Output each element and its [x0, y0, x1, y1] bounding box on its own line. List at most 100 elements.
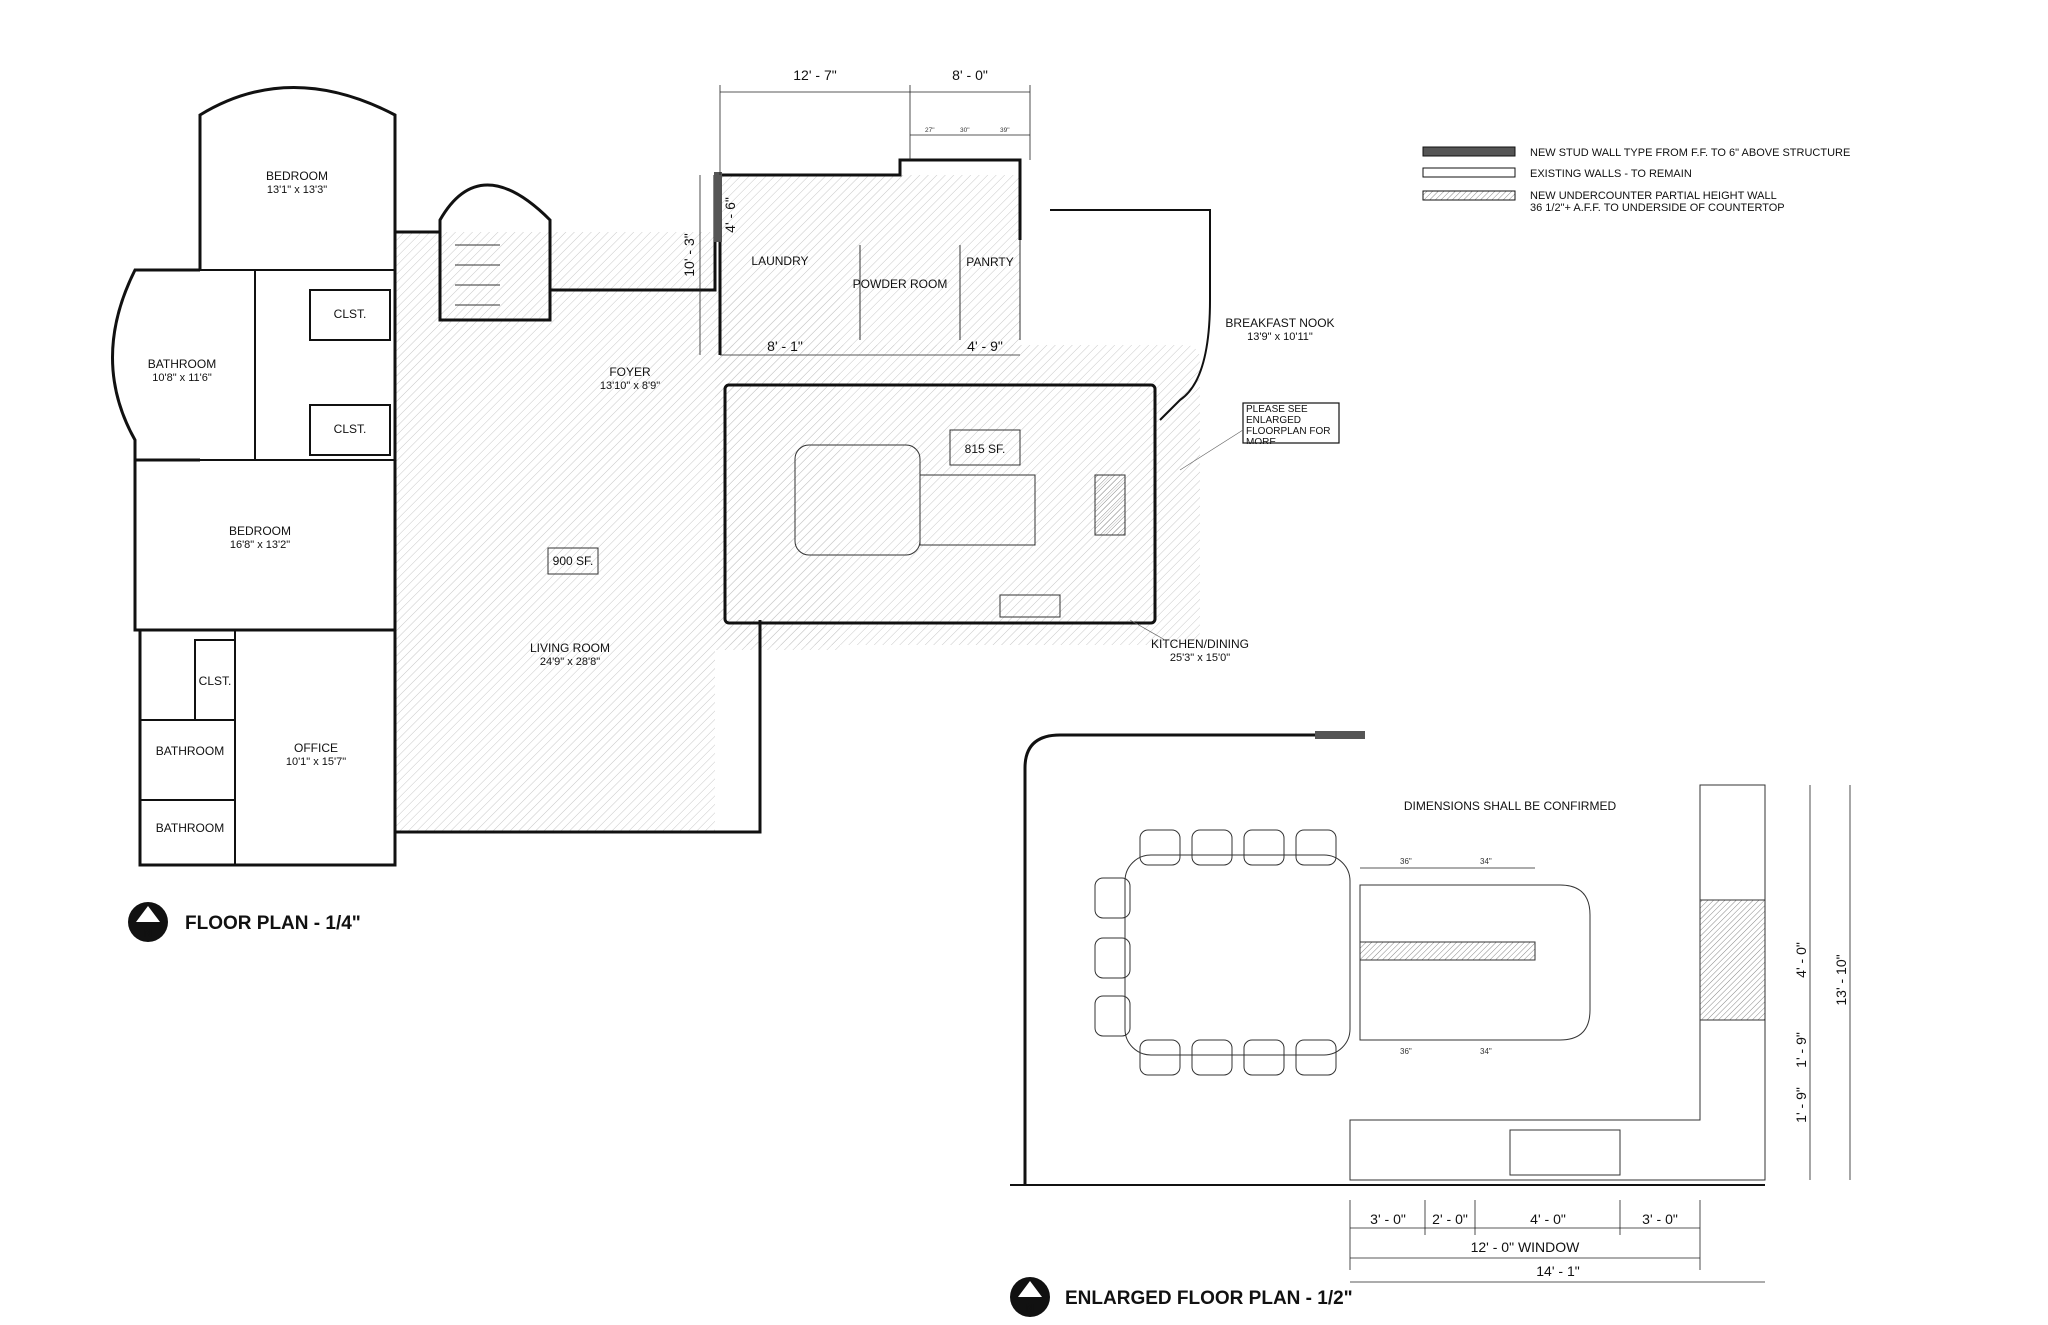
island-dim-top-1: 36": [1400, 857, 1412, 866]
enlarged-sink: [1509, 1129, 1621, 1176]
living-size: 24'9" x 28'8": [540, 656, 600, 668]
dim-right-overall: 13' - 10": [1833, 954, 1849, 1005]
legend: NEW STUD WALL TYPE FROM F.F. TO 6" ABOVE…: [1422, 146, 1850, 214]
chair: [1094, 877, 1131, 919]
bathroom2-label: BATHROOM: [156, 744, 224, 758]
chair: [1094, 995, 1131, 1037]
dim-right-2: 1' - 9": [1793, 1032, 1809, 1068]
breakfast-nook-wall: [1050, 209, 1211, 421]
north-label: N: [144, 926, 153, 940]
overall-dim: 14' - 1": [1536, 1263, 1579, 1279]
chair: [1139, 1039, 1181, 1076]
dim-sub-1: 27": [925, 127, 935, 134]
living-foyer-floor: [395, 232, 715, 832]
bedroom1-label: BEDROOM: [266, 169, 328, 183]
island-partial-wall: [1359, 941, 1536, 961]
island-dim-bottom-1: 36": [1400, 1047, 1412, 1056]
dim-top-right: 8' - 0": [952, 67, 988, 83]
kitchen-size: 25'3" x 15'0": [1170, 652, 1230, 664]
callout-text: PLEASE SEE ENLARGED FLOORPLAN FOR MORE I…: [1246, 404, 1331, 444]
window-dim: 12' - 0" WINDOW: [1471, 1239, 1581, 1255]
kitchen-label: KITCHEN/DINING: [1151, 637, 1249, 651]
laundry-label: LAUNDRY: [751, 254, 808, 268]
new-stud-wall: [714, 172, 722, 242]
powder-label: POWDER ROOM: [853, 277, 948, 291]
chair: [1139, 829, 1181, 866]
legend-label-new-wall: NEW STUD WALL TYPE FROM F.F. TO 6" ABOVE…: [1530, 147, 1850, 159]
bedroom2-wall: [133, 460, 395, 632]
legend-swatch-new-wall: [1422, 146, 1516, 157]
living-area: 900 SF.: [553, 554, 594, 568]
enlarged-dining-table: [1124, 854, 1351, 1056]
callout-leader: [1179, 429, 1244, 471]
chair: [1243, 1039, 1285, 1076]
callout-text-wrap: PLEASE SEE ENLARGED FLOORPLAN FOR MORE I…: [1246, 404, 1331, 444]
dim-left2: 10' - 3": [681, 233, 697, 276]
dim-bottom-1: 3' - 0": [1370, 1211, 1406, 1227]
stair-tower: [438, 183, 552, 322]
kitchen-floor: [715, 345, 1200, 645]
enlarged-range: [1699, 899, 1766, 1021]
clst2-box: [309, 404, 391, 456]
dim-top-left: 12' - 7": [793, 67, 836, 83]
foyer-label: FOYER: [609, 365, 651, 379]
dim-bottom-3: 4' - 0": [1530, 1211, 1566, 1227]
chairs: [1094, 829, 1337, 1076]
laundry-pantry-floor: [720, 175, 1020, 353]
office-wall: [138, 232, 397, 867]
dim-sub-2: 30": [960, 127, 970, 134]
legend-swatch-existing: [1422, 167, 1516, 178]
island-dim-top-2: 34": [1480, 857, 1492, 866]
enlarged-island: [1359, 884, 1591, 1041]
callout-box: [1242, 402, 1340, 444]
clst3-label: CLST.: [199, 674, 232, 688]
dim-left: 4' - 6": [722, 197, 738, 233]
enlarged-plan: DIMENSIONS SHALL BE CONFIRMED 36" 34" 36…: [1010, 731, 1851, 1317]
foyer-size: 13'10" x 8'9": [600, 380, 660, 392]
enlarged-note: DIMENSIONS SHALL BE CONFIRMED: [1404, 799, 1617, 813]
clst3-box: [194, 639, 236, 721]
dim-right-1: 4' - 0": [1793, 942, 1809, 978]
powder-pantry-walls: [859, 240, 1021, 340]
dim-bottom-4: 3' - 0": [1642, 1211, 1678, 1227]
office-size: 10'1" x 15'7": [286, 756, 346, 768]
clst1-box: [309, 289, 391, 341]
chair: [1191, 829, 1233, 866]
enlarged-plan-title: ENLARGED FLOOR PLAN - 1/2": [1065, 1288, 1353, 1309]
bedroom1-size: 13'1" x 13'3": [267, 184, 327, 196]
breakfast-size: 13'9" x 10'11": [1247, 331, 1313, 343]
island-dim-bottom-2: 34": [1480, 1047, 1492, 1056]
north-arrow-head-icon: [136, 906, 160, 922]
clst1-label: CLST.: [334, 307, 367, 321]
enlarged-new-wall: [1315, 731, 1365, 739]
area-tag-box: [949, 429, 1021, 466]
bedroom2-size: 16'8" x 13'2": [230, 539, 290, 551]
chair: [1191, 1039, 1233, 1076]
chair: [1295, 1039, 1337, 1076]
legend-label-undercounter-sub: 36 1/2"+ A.F.F. TO UNDERSIDE OF COUNTERT…: [1530, 202, 1785, 214]
bathroom1-size: 10'8" x 11'6": [152, 372, 212, 384]
enlarged-north-label: N: [1026, 1301, 1035, 1315]
sink: [999, 594, 1061, 618]
chair: [1243, 829, 1285, 866]
floor-plan: BEDROOM 13'1" x 13'3" BATHROOM 10'8" x 1…: [111, 67, 1340, 942]
range: [1094, 474, 1126, 536]
living-label: LIVING ROOM: [530, 641, 610, 655]
floor-plan-title: FLOOR PLAN - 1/4": [185, 913, 361, 934]
kitchen-island: [919, 474, 1036, 546]
bathroom1-wall: [111, 268, 200, 462]
enlarged-left-wall: [1023, 733, 1315, 1185]
bedroom1-wall: [198, 86, 397, 270]
bathroom3-label: BATHROOM: [156, 821, 224, 835]
legend-label-undercounter: NEW UNDERCOUNTER PARTIAL HEIGHT WALL: [1530, 190, 1777, 202]
chair: [1295, 829, 1337, 866]
breakfast-label: BREAKFAST NOOK: [1225, 316, 1334, 330]
dim-bottom-2: 2' - 0": [1432, 1211, 1468, 1227]
clst2-label: CLST.: [334, 422, 367, 436]
bedroom2-label: BEDROOM: [229, 524, 291, 538]
kitchen-walls: [723, 383, 1157, 625]
bathroom1-label: BATHROOM: [148, 357, 216, 371]
kitchen-leader: [1129, 619, 1166, 641]
chair: [1094, 937, 1131, 979]
